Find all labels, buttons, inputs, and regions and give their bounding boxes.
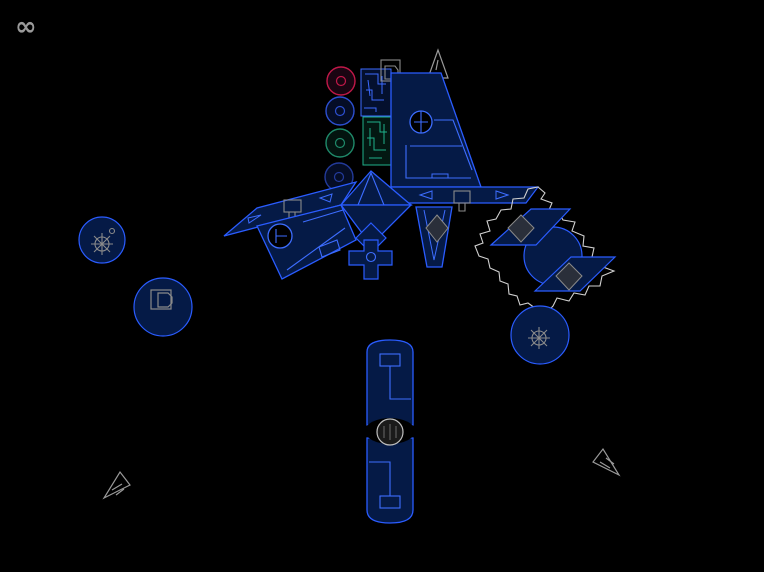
- thruster-icon: [453, 190, 471, 212]
- orb-gear[interactable]: [510, 305, 570, 365]
- cursor-arrow-icon: [102, 470, 131, 500]
- circuit-panel-blue: [360, 68, 392, 117]
- circuit-panel-teal: [362, 116, 392, 166]
- gear-icon: [528, 327, 550, 349]
- pod-blue[interactable]: [325, 96, 355, 126]
- player-ship[interactable]: [223, 59, 540, 280]
- gear-icon: [91, 227, 116, 255]
- orb-cannon[interactable]: [133, 277, 193, 337]
- core-icon: [409, 110, 433, 134]
- pod-stack: [324, 66, 356, 192]
- infinity-icon: ∞: [15, 12, 37, 42]
- core-icon: [376, 418, 404, 446]
- cursor-arrow-icon: [592, 447, 621, 477]
- capsule-module[interactable]: [365, 339, 415, 524]
- pod-teal[interactable]: [325, 128, 355, 158]
- core-icon: [267, 223, 293, 249]
- orb-gear[interactable]: [78, 216, 126, 264]
- cannon-icon: [150, 289, 173, 310]
- pod-red[interactable]: [326, 66, 356, 96]
- damaged-module[interactable]: [474, 186, 617, 324]
